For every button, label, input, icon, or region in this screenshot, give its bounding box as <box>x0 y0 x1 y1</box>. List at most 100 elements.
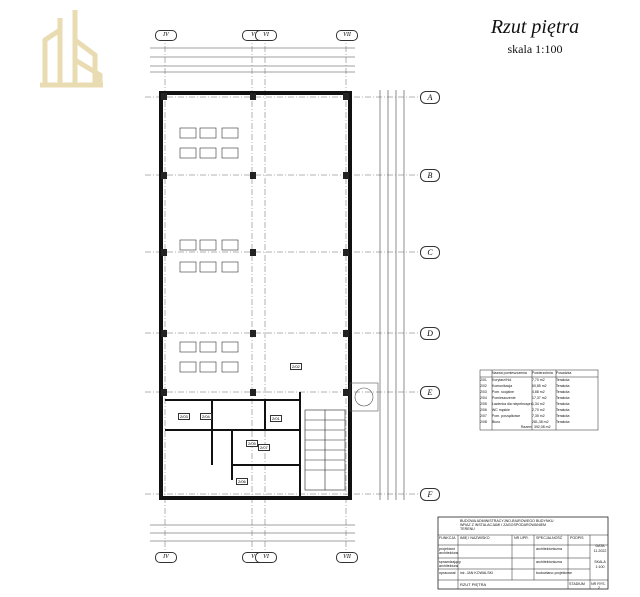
date-value: 11.2022 <box>593 549 607 553</box>
room-floor: Terakota <box>556 401 570 406</box>
room-code: 2/07 <box>480 413 487 418</box>
dimension-lines-top <box>150 47 355 542</box>
rooms-table: Nazwa pomieszczenia Powierzchnia Posadzk… <box>480 370 598 430</box>
room-code-tag: 2/03 <box>178 413 190 420</box>
col-license: NR UPR. <box>514 536 529 540</box>
title-block: BUDOWA ADMINISTRACYJNO-BIUROWEGO BUDYNKU… <box>438 517 608 590</box>
rooms-table-row: 2/04 Pomieszczenie 17,37 m2 Terakota <box>480 395 598 401</box>
grid-row-label-e: E <box>420 386 440 399</box>
header-line-1: BUDOWA ADMINISTRACYJNO-BIUROWEGO BUDYNKU <box>460 519 554 523</box>
grid-col-label-vii: VII <box>336 552 358 563</box>
room-code-tag: 2/02 <box>290 363 302 370</box>
drawing-title: Rzut piętra <box>490 16 580 38</box>
room-code: 2/06 <box>480 407 487 412</box>
drawing-name: RZUT PIĘTRA <box>460 582 487 587</box>
room-area: 17,37 m2 <box>532 395 547 400</box>
grid-col-label-vi: VI <box>255 30 277 41</box>
room-floor: Terakota <box>556 407 570 412</box>
col-name: IMIĘ I NAZWISKO <box>460 536 490 540</box>
header-name: Nazwa pomieszczenia <box>492 371 527 375</box>
room-area: 60,85 m2 <box>532 383 547 388</box>
room-name: Pom. socjalne <box>492 389 514 394</box>
interior-walls <box>165 392 301 498</box>
scale-label: SKALA <box>594 560 606 564</box>
company-logo <box>40 10 103 88</box>
room-area: 4,88 m2 <box>532 389 545 394</box>
total-label: Razem <box>520 425 532 429</box>
room-area: 7,35 m2 <box>532 413 545 418</box>
row3-function: opracował <box>439 571 456 575</box>
room-name: Pomieszczenie <box>492 395 516 400</box>
row1-specialty: architektoniczna <box>536 547 562 551</box>
total-value: 392,08 m2 <box>534 425 551 429</box>
row1-function: projektant architektura <box>439 547 458 555</box>
room-code: 2/04 <box>480 395 487 400</box>
room-name: Łazienka dla niepełnosprawnych <box>492 401 532 406</box>
number-value: 2 <box>598 586 600 590</box>
rooms-table-row: 2/08 Biuro 281,38 m2 Terakota <box>480 419 598 425</box>
room-code: 2/08 <box>480 419 487 424</box>
row2-function: sprawdzający architektura <box>439 560 461 568</box>
header-line-2: WRAZ Z INSTALACJAMI I ZAGOSPODAROWANIEM <box>460 523 547 528</box>
rooms-table-total: Razem 392,08 m2 <box>480 425 598 430</box>
room-name: Pom. porządkowe <box>492 413 521 418</box>
room-code-tag: 2/01 <box>270 415 282 422</box>
row2-specialty: architektoniczna <box>536 560 562 564</box>
room-floor: Terakota <box>556 395 570 400</box>
grid-row-label-a: A <box>420 91 440 104</box>
stage-label: STADIUM <box>569 582 585 586</box>
rooms-table-row: 2/05 Łazienka dla niepełnosprawnych1,34 m… <box>480 401 598 407</box>
room-area: 1,34 m2 <box>532 401 545 406</box>
room-name: Biuro <box>492 419 501 424</box>
header-floor: Posadzka <box>556 371 572 375</box>
structural-columns <box>161 93 349 396</box>
office-desks <box>179 127 239 373</box>
row3-name: inż. JAN KOWALSKI <box>460 571 494 575</box>
room-code: 2/02 <box>480 383 487 388</box>
grid-row-label-b: B <box>420 169 440 182</box>
room-code-tag: 2/07 <box>258 444 270 451</box>
date-label: DATA <box>595 544 605 548</box>
room-floor: Terakota <box>556 383 570 388</box>
grid-col-label-iv: IV <box>155 30 177 41</box>
staircase <box>304 382 379 491</box>
room-name: WC męskie <box>492 407 510 412</box>
room-code-tag: 2/04 <box>200 413 212 420</box>
room-area: 7,70 m2 <box>532 377 545 382</box>
room-floor: Terakota <box>556 377 570 382</box>
room-name: Korytarz/Hol <box>492 377 512 382</box>
room-area: 2,70 m2 <box>532 407 545 412</box>
dimension-lines-right <box>379 90 405 500</box>
col-specialty: SPECJALNOŚĆ <box>536 536 563 540</box>
grid-col-label-vi: VI <box>255 552 277 563</box>
rooms-table-frame <box>479 369 599 431</box>
room-code-tag: 2/06 <box>236 478 248 485</box>
grid-row-label-f: F <box>420 488 440 501</box>
rooms-table-row: 2/01 Korytarz/Hol 7,70 m2 Terakota <box>480 377 598 383</box>
room-code: 2/05 <box>480 401 487 406</box>
header-area: Powierzchnia <box>532 371 553 375</box>
room-code-tag: 2/05 <box>246 440 258 447</box>
grid-col-label-iv: IV <box>155 552 177 563</box>
room-code: 2/01 <box>480 377 487 382</box>
room-floor: Terakota <box>556 413 570 418</box>
rooms-table-header: Nazwa pomieszczenia Powierzchnia Posadzk… <box>480 370 598 377</box>
scale-value: 1:100 <box>595 565 605 569</box>
title-block-frame <box>437 516 609 590</box>
title-block-header: BUDOWA ADMINISTRACYJNO-BIUROWEGO BUDYNKU… <box>460 519 580 532</box>
grid-axes <box>145 35 425 560</box>
col-function: FUNKCJA <box>439 536 456 540</box>
outer-walls <box>159 91 352 500</box>
room-floor: Terakota <box>556 419 570 424</box>
col-signature: PODPIS <box>570 536 584 540</box>
rooms-table-row: 2/06 WC męskie 2,70 m2 Terakota <box>480 407 598 413</box>
room-floor: Terakota <box>556 389 570 394</box>
grid-row-label-c: C <box>420 246 440 259</box>
drawing-scale: skala 1:100 <box>507 42 563 56</box>
grid-col-label-vii: VII <box>336 30 358 41</box>
room-area: 281,38 m2 <box>532 419 549 424</box>
row3-note: budowlano-projektowe <box>536 571 572 575</box>
